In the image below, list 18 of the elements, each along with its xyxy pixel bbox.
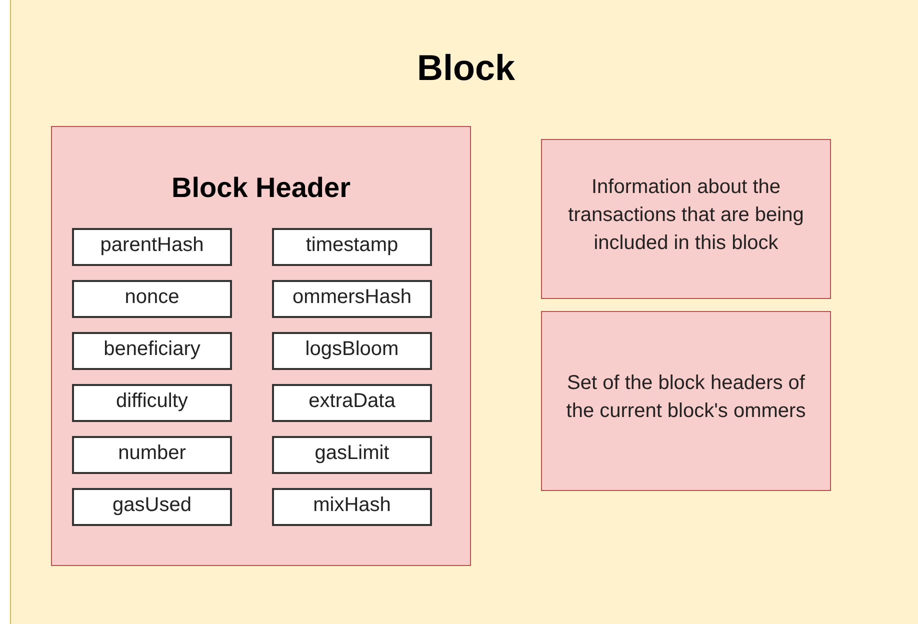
field-box: extraData xyxy=(272,384,432,422)
field-box: gasLimit xyxy=(272,436,432,474)
field-box: logsBloom xyxy=(272,332,432,370)
field-box: parentHash xyxy=(72,228,232,266)
field-box: difficulty xyxy=(72,384,232,422)
description-box: Set of the block headers of the current block's ommers xyxy=(541,311,831,491)
description-box: Information about the transactions that are being included in this block xyxy=(541,139,831,299)
field-box: beneficiary xyxy=(72,332,232,370)
field-box: mixHash xyxy=(272,488,432,526)
field-box: nonce xyxy=(72,280,232,318)
field-box: ommersHash xyxy=(272,280,432,318)
field-box: gasUsed xyxy=(72,488,232,526)
container-title: Block xyxy=(416,46,516,90)
container-title: Block Header xyxy=(172,171,350,205)
block-container xyxy=(10,0,918,624)
field-box: number xyxy=(72,436,232,474)
field-box: timestamp xyxy=(272,228,432,266)
header-container xyxy=(51,126,471,566)
